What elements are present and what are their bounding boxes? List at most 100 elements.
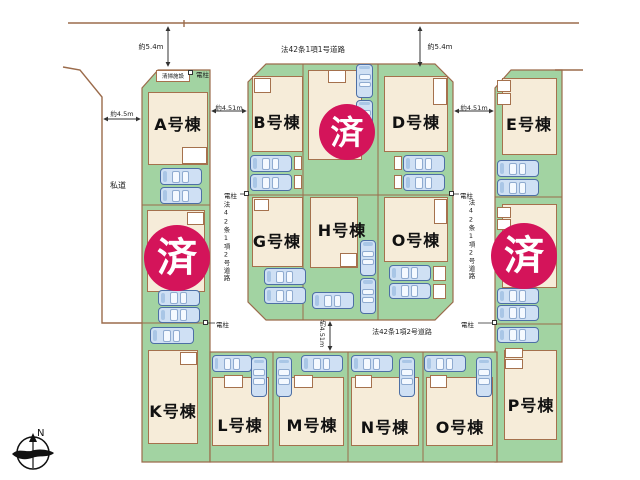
lot-label-p: P号棟 xyxy=(507,396,555,415)
measure-gap-bottom: 約4.51m xyxy=(318,320,326,348)
car-icon xyxy=(389,265,431,281)
lot-label-a: A号棟 xyxy=(154,115,202,134)
lot-label-h: H号棟 xyxy=(317,221,367,240)
car-icon xyxy=(497,179,539,196)
sold-stamp-j: 済 xyxy=(491,223,557,289)
lot-division-lines xyxy=(142,64,562,462)
measure-gap-de: 約4.51m xyxy=(460,104,488,112)
car-icon xyxy=(424,355,466,372)
porch xyxy=(294,175,302,189)
sold-stamp-c: 済 xyxy=(319,104,375,160)
lot-label-l: L号棟 xyxy=(217,416,263,435)
car-icon xyxy=(264,268,306,285)
car-icon xyxy=(212,355,252,372)
utility-pole-label: 電柱 xyxy=(224,192,237,200)
utility-pole-label: 電柱 xyxy=(216,321,229,329)
car-icon xyxy=(399,357,415,397)
porch xyxy=(182,147,207,164)
car-icon xyxy=(497,305,539,321)
porch xyxy=(355,375,372,388)
car-icon xyxy=(251,357,267,397)
road-label-right: 法42条1項2号道路 xyxy=(467,199,475,280)
lot-label-o-mid: O号棟 xyxy=(391,231,441,250)
car-icon xyxy=(158,290,200,306)
porch xyxy=(433,266,446,281)
car-icon xyxy=(250,155,292,172)
porch xyxy=(433,284,446,299)
porch xyxy=(340,253,357,267)
car-icon xyxy=(356,64,373,98)
utility-pole-icon xyxy=(188,70,193,75)
porch xyxy=(497,93,511,105)
porch xyxy=(497,207,511,218)
private-road-label: 私道 xyxy=(110,181,126,190)
porch xyxy=(433,78,447,105)
cleaning-facility-label: 清掃施設 xyxy=(161,74,184,80)
lot-label-o-bottom: O号棟 xyxy=(435,418,485,437)
utility-pole-label: 電柱 xyxy=(460,192,473,200)
car-icon xyxy=(360,278,376,314)
porch xyxy=(434,199,447,224)
car-icon xyxy=(301,355,343,372)
sold-stamp-f: 済 xyxy=(144,225,210,291)
measure-gap-ab: 約4.51m xyxy=(215,104,243,112)
car-icon xyxy=(160,187,202,204)
utility-pole-icon xyxy=(492,320,497,325)
porch xyxy=(254,199,269,211)
lot-label-d: D号棟 xyxy=(391,113,441,132)
porch xyxy=(505,348,523,358)
measure-top-left: 約5.4m xyxy=(138,43,164,51)
building xyxy=(502,78,557,155)
porch xyxy=(180,352,197,365)
lot-label-k: K号棟 xyxy=(149,402,197,421)
car-icon xyxy=(158,307,200,323)
road-label-top: 法42条1項1号道路 xyxy=(280,45,346,54)
car-icon xyxy=(497,288,539,304)
car-icon xyxy=(403,155,445,172)
porch xyxy=(187,212,204,225)
lot-label-n: N号棟 xyxy=(360,418,410,437)
car-icon xyxy=(276,357,292,397)
porch xyxy=(294,156,302,170)
porch xyxy=(430,375,447,388)
road-label-bottom: 法42条1項2号道路 xyxy=(372,328,432,336)
lot-label-m: M号棟 xyxy=(286,416,338,435)
road-label-left: 法42条1項2号道路 xyxy=(222,201,230,282)
building xyxy=(148,350,198,444)
building xyxy=(148,92,208,165)
car-icon xyxy=(476,357,492,397)
car-icon xyxy=(160,168,202,185)
utility-pole-icon xyxy=(244,191,249,196)
cleaning-facility-box: 清掃施設 xyxy=(156,70,190,82)
porch xyxy=(328,70,346,83)
car-icon xyxy=(250,174,292,191)
porch xyxy=(394,156,402,170)
car-icon xyxy=(403,174,445,191)
utility-pole-label: 電柱 xyxy=(196,71,209,79)
lot-label-e: E号棟 xyxy=(506,115,552,134)
compass-icon: N xyxy=(12,428,54,470)
utility-pole-icon xyxy=(203,320,208,325)
car-icon xyxy=(312,292,354,309)
car-icon xyxy=(497,160,539,177)
utility-pole-label: 電柱 xyxy=(461,321,474,329)
utility-pole-icon xyxy=(449,191,454,196)
porch xyxy=(294,375,313,388)
lot-label-b: B号棟 xyxy=(253,113,301,132)
dimension-arrows xyxy=(103,26,494,351)
porch xyxy=(254,78,271,93)
measure-private-width: 約4.5m xyxy=(110,110,134,118)
car-icon xyxy=(497,327,539,343)
car-icon xyxy=(389,283,431,299)
porch xyxy=(394,175,402,189)
car-icon xyxy=(150,327,194,344)
lot-label-g: G号棟 xyxy=(252,232,302,251)
car-icon xyxy=(360,240,376,276)
car-icon xyxy=(351,355,393,372)
porch xyxy=(224,375,243,388)
porch xyxy=(505,359,523,369)
porch xyxy=(497,80,511,92)
measure-top-right: 約5.4m xyxy=(427,43,453,51)
boundary-lines xyxy=(62,20,583,324)
